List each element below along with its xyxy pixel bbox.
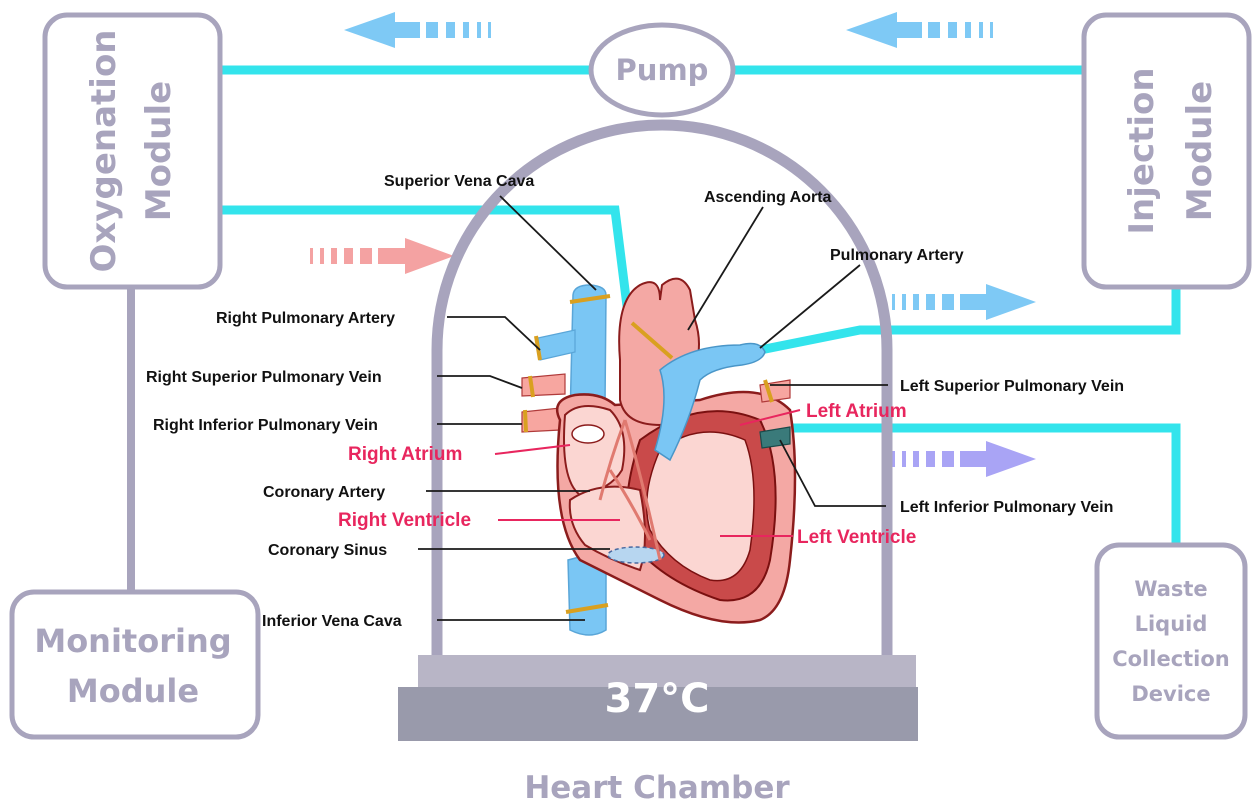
monitoring-label-line1: Monitoring (34, 622, 231, 660)
flow-arrow-violet-right (892, 441, 1036, 477)
label-inferior-vena-cava: Inferior Vena Cava (262, 613, 402, 630)
label-superior-vena-cava: Superior Vena Cava (384, 173, 534, 190)
waste-label-line1: Waste (1134, 577, 1207, 601)
temperature-label: 37°C (604, 676, 709, 722)
flow-arrow-top-left (344, 12, 491, 48)
monitoring-label-line2: Module (67, 672, 199, 710)
label-coronary-sinus: Coronary Sinus (268, 542, 387, 559)
oxygenation-label-line2: Module (139, 81, 179, 221)
injection-label-line1: Injection (1122, 67, 1162, 234)
label-left-inferior-pulmonary-vein: Left Inferior Pulmonary Vein (900, 499, 1113, 516)
label-right-atrium: Right Atrium (348, 444, 462, 465)
injection-module: Injection Module (1084, 15, 1249, 287)
label-right-inferior-pulmonary-vein: Right Inferior Pulmonary Vein (153, 417, 378, 434)
pump-label: Pump (616, 53, 709, 87)
oxygenation-module: Oxygenation Module (45, 15, 220, 287)
waste-label-line4: Device (1131, 682, 1210, 706)
waste-device: Waste Liquid Collection Device (1097, 545, 1245, 737)
label-left-atrium: Left Atrium (806, 401, 907, 422)
label-right-superior-pulmonary-vein: Right Superior Pulmonary Vein (146, 369, 382, 386)
label-left-ventricle: Left Ventricle (797, 527, 916, 548)
waste-label-line2: Liquid (1135, 612, 1208, 636)
heart-illustration (522, 279, 795, 635)
label-right-pulmonary-artery: Right Pulmonary Artery (216, 310, 395, 327)
injection-label-line2: Module (1180, 81, 1220, 221)
label-ascending-aorta: Ascending Aorta (704, 189, 832, 206)
label-coronary-artery: Coronary Artery (263, 484, 385, 501)
label-right-ventricle: Right Ventricle (338, 510, 471, 531)
oxygenation-label-line1: Oxygenation (84, 29, 124, 272)
flow-arrow-pink (310, 238, 454, 274)
label-pulmonary-artery: Pulmonary Artery (830, 247, 964, 264)
waste-label-line3: Collection (1112, 647, 1230, 671)
flow-arrow-blue-right (892, 284, 1036, 320)
label-left-superior-pulmonary-vein: Left Superior Pulmonary Vein (900, 378, 1124, 395)
flow-arrow-top-right (846, 12, 993, 48)
chamber-title: Heart Chamber (524, 770, 790, 806)
monitoring-module: Monitoring Module (12, 592, 258, 737)
pump: Pump (591, 25, 733, 115)
